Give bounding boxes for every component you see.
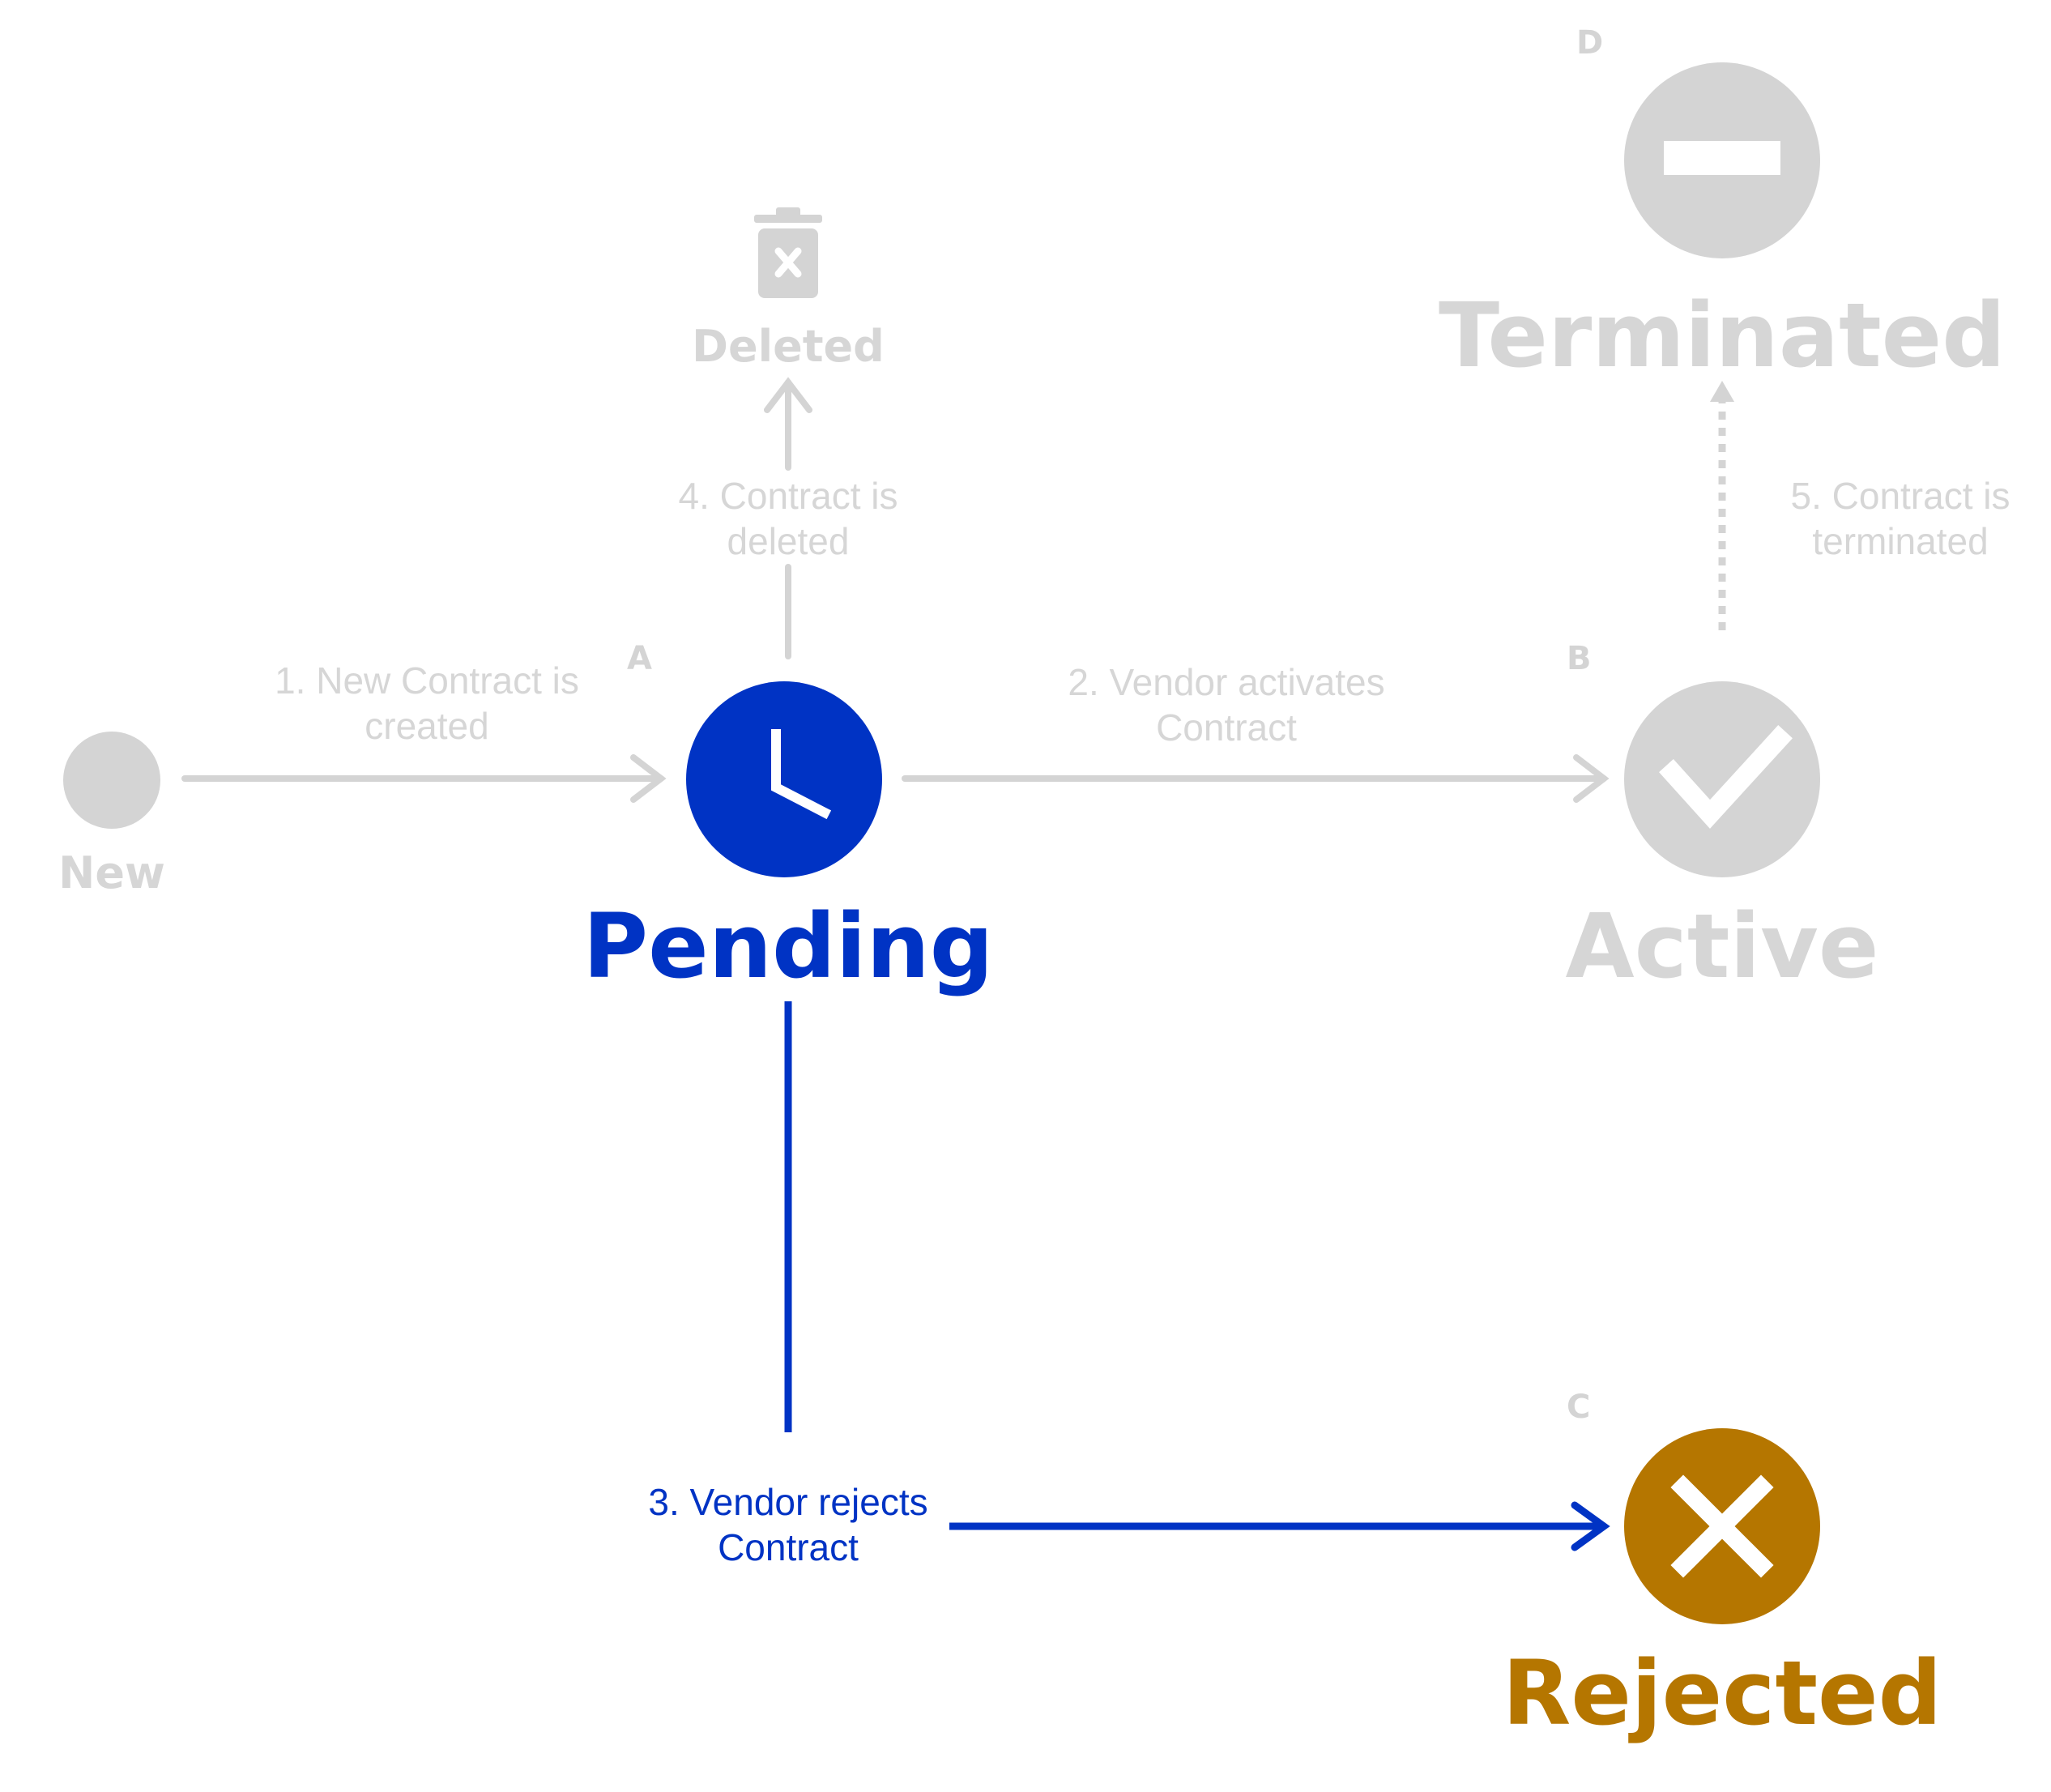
edge-label-4-line1: 4. Contract is [678,475,898,517]
pending-letter: A [627,640,652,677]
new-node-title: New [58,847,165,898]
edge-label-1-line2: created [365,705,489,747]
edge-label-5: 5. Contract is terminated [1738,473,2051,564]
checkmark-icon [1659,725,1793,829]
edge-label-3-line2: Contract [718,1526,859,1568]
edge-new-to-pending [181,754,667,803]
edge-label-1: 1. New Contract is created [224,658,629,749]
terminated-node-icon [1624,62,1820,258]
edge-label-5-line2: terminated [1812,520,1989,562]
pending-node-title: Pending [582,894,994,998]
edge-active-to-terminated [1710,381,1734,630]
clock-icon [771,729,832,820]
edge-label-2-line1: 2. Vendor activates [1068,661,1385,703]
x-icon [1670,1474,1774,1578]
terminated-node-title: Terminated [1438,284,2006,387]
edge-label-2-line2: Contract [1156,706,1297,749]
edge-label-3-line1: 3. Vendor rejects [648,1481,928,1523]
edge-label-5-line1: 5. Contract is [1790,475,2010,517]
trash-icon [754,207,822,298]
edge-label-1-line1: 1. New Contract is [275,659,579,702]
deleted-node-title: Deleted [692,321,885,372]
edge-pending-to-deleted [764,377,812,659]
rejected-letter: C [1567,1389,1591,1426]
terminated-letter: D [1576,24,1604,62]
active-letter: B [1567,640,1592,677]
new-node-circle [63,732,160,829]
edge-label-3: 3. Vendor rejects Contract [586,1479,991,1570]
minus-icon [1664,141,1780,175]
rejected-node-title: Rejected [1502,1641,1942,1745]
edge-label-4-line2: deleted [727,520,850,562]
edge-pending-to-active [902,754,1610,803]
edge-pending-to-rejected [784,1001,1610,1551]
edge-label-4: 4. Contract is deleted [586,473,991,564]
edge-label-2: 2. Vendor activates Contract [1024,659,1429,750]
active-node-icon [1624,681,1820,877]
rejected-node-icon [1624,1428,1820,1624]
active-node-title: Active [1565,894,1879,998]
pending-node-icon [686,681,882,877]
